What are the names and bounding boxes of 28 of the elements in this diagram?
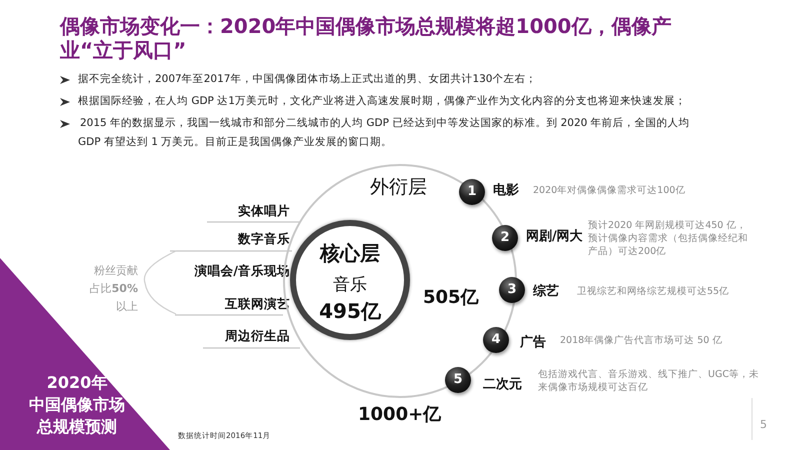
note-text: 粉丝贡献占比50%以上 [88, 263, 138, 315]
banner-body: 中国偶像市场总规模预测 [28, 394, 126, 438]
category-label: 周边衍生品 [225, 328, 290, 345]
layer-subtitle: 音乐 [332, 274, 368, 296]
item-title: 二次元 [483, 376, 522, 393]
category-label: 数字音乐 [238, 231, 290, 248]
ball-number: 3 [506, 281, 518, 299]
item-description: 卫视综艺和网络综艺规模可达55亿 [577, 285, 730, 298]
banner-heading: 2020年 [46, 372, 108, 394]
title: 偶像市场变化一：2020年中国偶像市场总规模将超1000亿，偶像产业“立于风口” [60, 14, 672, 62]
bullet-text: 2015 年的数据显示，我国一线城市和部分二线城市的人均 GDP 已经达到中等发达国家的标准。到 2020 年前后，全国的人均 GDP 有望达到 1 万美元。目前正是我国偶像产业发展的窗口期。 [78, 116, 691, 150]
bullet-text: 根据国际经验，在人均 GDP 达1万美元时，文化产业将进入高速发展时期，偶像产业作为文化内容的分支也将迎来快速发展； [78, 94, 687, 109]
item-title: 电影 [493, 182, 519, 199]
layer-title: 外衍层 [370, 175, 427, 200]
item-description: 预计2020 年网剧规模可达450 亿，预计偶像内容需求（包括偶像经纪和产品）可达200亿 [588, 219, 749, 258]
layer-title: 核心层 [318, 240, 381, 267]
layer-value: 495亿 [318, 298, 382, 325]
item-description: 2020年对偶像偶像需求可达100亿 [533, 184, 686, 197]
layer-value: 505亿 [423, 286, 479, 309]
category-label: 实体唱片 [238, 203, 290, 220]
bullet-text: 据不完全统计，2007年至2017年，中国偶像团体市场上正式出道的男、女团共计130个左右； [78, 72, 538, 87]
item-description: 包括游戏代言、音乐游戏、线下推广、UGC等，未来偶像市场规模可达百亿 [538, 368, 760, 394]
total-value: 1000+亿 [358, 403, 442, 426]
page-number: 5 [760, 418, 767, 431]
item-description: 2018年偶像广告代言市场可达 50 亿 [560, 334, 724, 347]
item-title: 综艺 [533, 282, 559, 300]
item-title: 广告 [520, 334, 546, 351]
item-title: 网剧/网大 [526, 228, 583, 245]
